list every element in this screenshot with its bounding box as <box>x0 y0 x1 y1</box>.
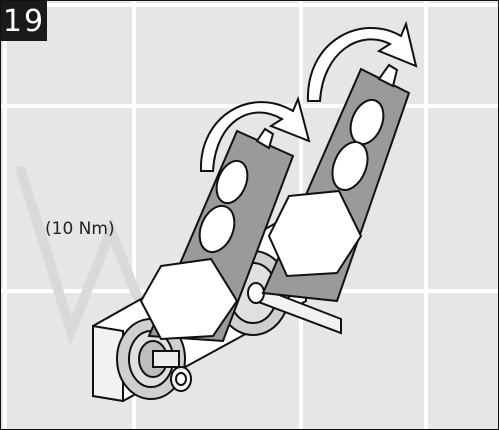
rotate-clockwise-arrow-icon <box>199 95 311 172</box>
right-wrench <box>261 63 411 303</box>
left-wrench <box>139 127 295 343</box>
rotate-clockwise-arrow-icon <box>306 20 418 102</box>
torque-label: (10 Nm) <box>45 219 115 239</box>
step-number-badge: 19 <box>1 1 47 41</box>
